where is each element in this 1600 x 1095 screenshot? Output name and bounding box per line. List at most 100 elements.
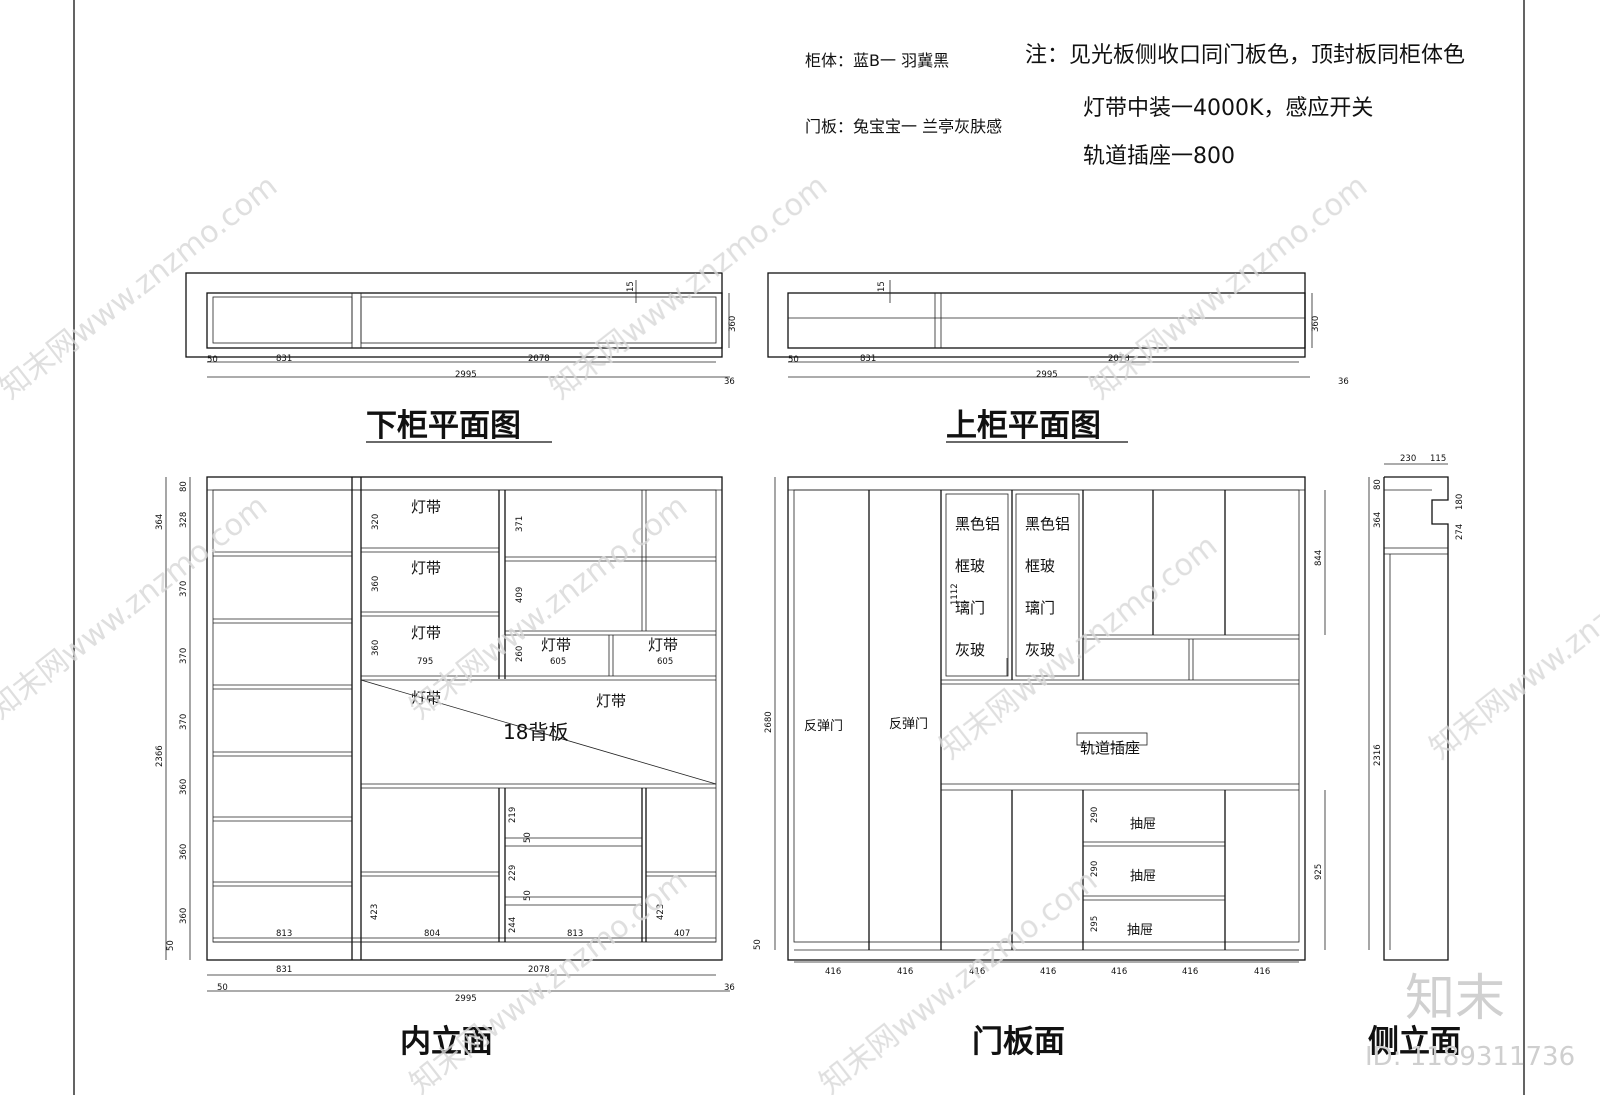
drawer-label-3: 抽屉 bbox=[1127, 923, 1153, 938]
glass-text-l1: 框玻 bbox=[955, 557, 985, 575]
glass-text-l0: 黑色铝 bbox=[955, 515, 1000, 533]
watermark-id: ID: 1189311736 bbox=[1365, 1042, 1575, 1072]
watermark-5: 知末网www.znzmo.com bbox=[403, 488, 694, 726]
shelf-w-0: 795 bbox=[417, 657, 433, 667]
upper-plan-dim-depth: 360 bbox=[1311, 316, 1321, 332]
side-h-0: 80 bbox=[1373, 479, 1383, 490]
lower-plan-title: 下柜平面图 bbox=[366, 408, 521, 444]
door-w-2: 416 bbox=[969, 967, 985, 977]
inner-outer-h-0: 364 bbox=[155, 514, 165, 530]
mid-h-0: 219 bbox=[508, 807, 518, 823]
door-bottom-right: 925 bbox=[1314, 864, 1324, 880]
side-top-dim-0: 230 bbox=[1400, 454, 1416, 464]
upper-plan-dim-left: 50 bbox=[788, 355, 799, 365]
inner-elevation-title: 内立面 bbox=[400, 1024, 493, 1060]
mid-h-4: 244 bbox=[508, 917, 518, 933]
rail-socket-label: 轨道插座 bbox=[1080, 739, 1140, 757]
glass-text-r3: 灰玻 bbox=[1025, 641, 1055, 659]
sheet-border bbox=[73, 0, 1525, 1095]
side-elevation: 230 115 80 364 180 274 2316 侧立面 bbox=[1368, 454, 1465, 1060]
lower-cabinet-plan: 50 831 2078 2995 36 360 15 下柜平面图 bbox=[185, 272, 738, 444]
shelf-w-2: 605 bbox=[657, 657, 673, 667]
left-tower-shelves bbox=[213, 551, 716, 943]
inner-h-3: 370 bbox=[179, 648, 189, 664]
inner-total: 2995 bbox=[455, 994, 477, 1004]
mid-h-3: 50 bbox=[523, 890, 533, 901]
watermark-logo: 知末 bbox=[1405, 969, 1505, 1027]
note-door-panel: 门板：兔宝宝一 兰亭灰肤感 bbox=[805, 117, 1002, 136]
inner-bottom-dim-1: 2078 bbox=[528, 965, 550, 975]
watermark-3: 知末网www.znzmo.com bbox=[1083, 168, 1374, 406]
watermark-8: 知末网www.znzmo.com bbox=[813, 863, 1104, 1095]
led-label-3: 灯带 bbox=[411, 624, 441, 642]
door-w-3: 416 bbox=[1040, 967, 1056, 977]
led-label-5: 灯带 bbox=[648, 636, 678, 654]
upper-plan-dim-w1: 831 bbox=[860, 354, 876, 364]
lower-plan-dim-w2: 2078 bbox=[528, 354, 550, 364]
led-h-0: 320 bbox=[371, 514, 381, 530]
side-elevation-title: 侧立面 bbox=[1368, 1024, 1461, 1060]
drawer-label-2: 抽屉 bbox=[1130, 869, 1156, 884]
mid-h-1: 50 bbox=[523, 832, 533, 843]
bottom-w-3: 407 bbox=[674, 929, 690, 939]
note-cabinet-body: 柜体：蓝B一 羽冀黑 bbox=[805, 51, 949, 70]
side-top-dim-1: 115 bbox=[1430, 454, 1446, 464]
inner-h-1: 328 bbox=[179, 512, 189, 528]
drawer-h-2: 295 bbox=[1090, 916, 1100, 932]
mid-h-2: 229 bbox=[508, 865, 518, 881]
side-h-1: 364 bbox=[1373, 512, 1383, 528]
upper-plan-dim-w2: 2078 bbox=[1108, 354, 1130, 364]
glass-text-r0: 黑色铝 bbox=[1025, 515, 1070, 533]
door-top-right: 844 bbox=[1314, 550, 1324, 566]
bottom-w-1: 804 bbox=[424, 929, 440, 939]
door-w-6: 416 bbox=[1254, 967, 1270, 977]
drawer-h-0: 290 bbox=[1090, 807, 1100, 823]
upper-plan-dim-total: 2995 bbox=[1036, 370, 1058, 380]
door-w-0: 416 bbox=[825, 967, 841, 977]
inner-outer-h-1: 2366 bbox=[155, 745, 165, 767]
backboard-label: 18背板 bbox=[503, 720, 568, 744]
upper-cabinet-plan: 50 831 2078 2995 36 360 15 上柜平面图 bbox=[767, 272, 1349, 444]
glass-text-r2: 璃门 bbox=[1025, 599, 1055, 617]
watermark-7: 知末网www.znzmo.com bbox=[403, 863, 694, 1095]
inner-h-6: 360 bbox=[179, 844, 189, 860]
inner-h-7: 360 bbox=[179, 908, 189, 924]
upper-plan-dim-top: 15 bbox=[877, 281, 887, 292]
led-label-1: 灯带 bbox=[411, 498, 441, 516]
glass-text-r1: 框玻 bbox=[1025, 557, 1055, 575]
notes: 柜体：蓝B一 羽冀黑 门板：兔宝宝一 兰亭灰肤感 注：见光板侧收口同门板色，顶封… bbox=[805, 43, 1465, 169]
lower-plan-dim-w1: 831 bbox=[276, 354, 292, 364]
watermark-4: 知末网www.znzmo.com bbox=[0, 488, 274, 726]
inner-h-5: 360 bbox=[179, 779, 189, 795]
side-h-4: 2316 bbox=[1373, 744, 1383, 766]
watermark-9: 知末网www.znzmo.com bbox=[1423, 528, 1600, 766]
inner-bottom-dim-0: 831 bbox=[276, 965, 292, 975]
watermark-1: 知末网www.znzmo.com bbox=[0, 168, 284, 406]
glass-text-l2: 璃门 bbox=[955, 599, 985, 617]
led-h-1: 360 bbox=[371, 576, 381, 592]
lower-plan-dim-top: 15 bbox=[626, 281, 636, 292]
inner-h-2: 370 bbox=[179, 581, 189, 597]
lower-plan-dim-right: 36 bbox=[724, 377, 735, 387]
led-label-7: 灯带 bbox=[596, 692, 626, 710]
door-w-1: 416 bbox=[897, 967, 913, 977]
inner-elevation: 灯带 灯带 灯带 灯带 灯带 灯带 灯带 18背板 80 328 370 370… bbox=[155, 476, 735, 1060]
upper-plan-title: 上柜平面图 bbox=[946, 408, 1101, 444]
base-h-1: 423 bbox=[656, 904, 666, 920]
lower-plan-dim-total: 2995 bbox=[455, 370, 477, 380]
watermark-2: 知末网www.znzmo.com bbox=[543, 168, 834, 406]
led-label-6: 灯带 bbox=[411, 689, 441, 707]
inner-left-offset: 50 bbox=[217, 983, 228, 993]
lower-plan-dim-depth: 360 bbox=[728, 316, 738, 332]
led-label-2: 灯带 bbox=[411, 559, 441, 577]
door-w-5: 416 bbox=[1182, 967, 1198, 977]
right-h-1: 409 bbox=[515, 587, 525, 603]
rebound-door-1: 反弹门 bbox=[804, 719, 843, 734]
glass-text-l3: 灰玻 bbox=[955, 641, 985, 659]
door-w-4: 416 bbox=[1111, 967, 1127, 977]
upper-plan-dim-right: 36 bbox=[1338, 377, 1349, 387]
note-remark-3: 轨道插座一800 bbox=[1083, 144, 1235, 169]
inner-h-4: 370 bbox=[179, 714, 189, 730]
side-h-2: 180 bbox=[1455, 494, 1465, 510]
